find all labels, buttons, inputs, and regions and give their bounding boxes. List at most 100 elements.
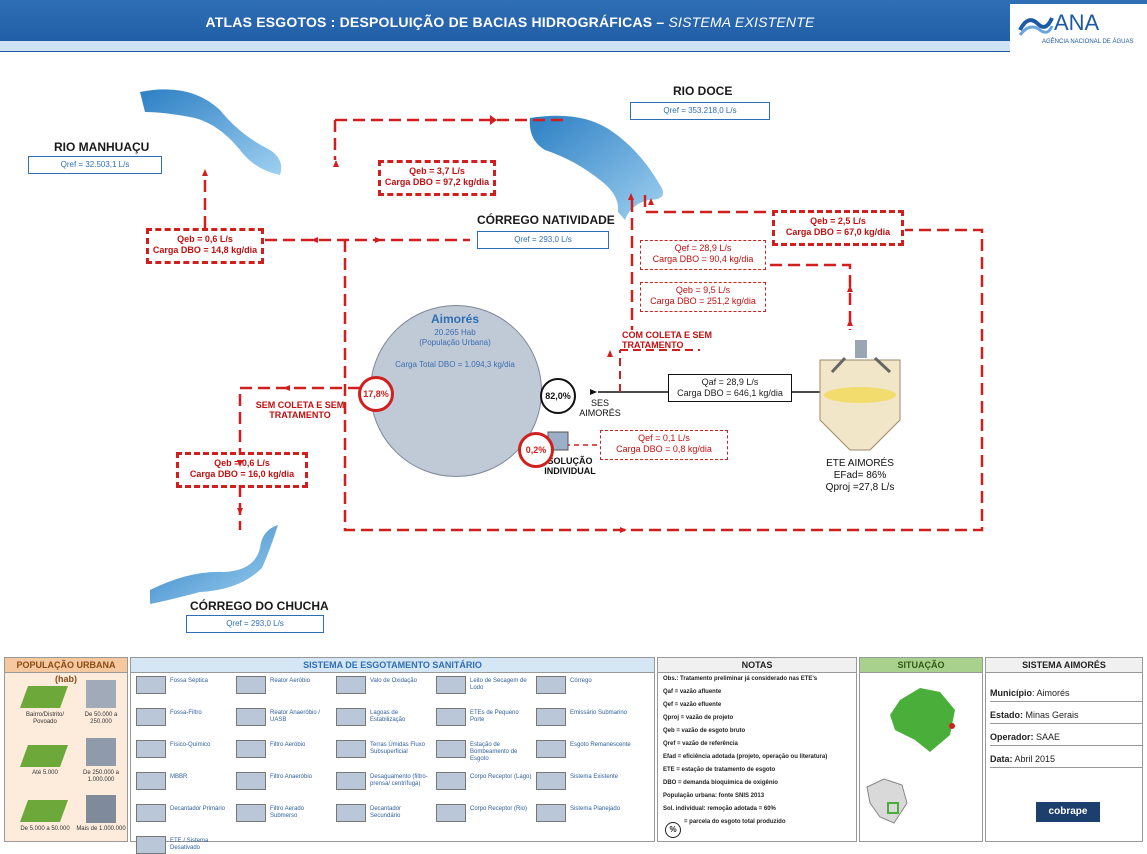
note-item: Qaf = vazão afluente: [663, 689, 722, 695]
note-item: População urbana: fonte SNIS 2013: [663, 793, 765, 799]
legend-sys-label: Reator Anaeróbio / UASB: [270, 710, 321, 723]
legend-sys-icon: [236, 708, 266, 726]
legend-sys-icon: [236, 804, 266, 822]
pct-ses: 82,0%: [540, 378, 576, 414]
legend-sys-label: Terras Úmidas Fluxo Subsuperficial: [370, 742, 426, 755]
city-mid-icon: [86, 680, 116, 708]
legend-sys-label: Decantador Primário: [170, 806, 226, 812]
page-title: ATLAS ESGOTOS : DESPOLUIÇÃO DE BACIAS HI…: [130, 14, 890, 30]
flow-right-dbo: Carga DBO = 67,0 kg/dia: [785, 227, 891, 237]
note-item: Qef = vazão efluente: [663, 702, 722, 708]
note-item: Qeb = vazão de esgoto bruto: [663, 728, 746, 734]
legend-notes-title: NOTAS: [658, 658, 856, 673]
label-solucao-individual: SOLUÇÃO INDIVIDUAL: [544, 456, 596, 476]
river-doce-title: RIO DOCE: [673, 84, 733, 98]
legend-sys-icon: [536, 772, 566, 790]
legend-sys-label: Córrego: [570, 678, 592, 684]
flow-top-qeb: Qeb = 3,7 L/s: [409, 166, 465, 176]
legend-sys-label: Reator Aeróbio: [270, 678, 311, 684]
city-name: Aimorés: [430, 312, 480, 326]
legend-population-title: POPULAÇÃO URBANA (hab): [5, 658, 127, 684]
flow-individual-qef: Qef = 0,1 L/s: [638, 433, 690, 443]
legend-pop-item: Mais de 1.000.000: [76, 826, 126, 832]
flow-top-box: Qeb = 3,7 L/s Carga DBO = 97,2 kg/dia: [378, 160, 496, 196]
note-item: Obs.: Tratamento preliminar já considera…: [663, 676, 818, 682]
note-item: DBO = demanda bioquímica de oxigênio: [663, 780, 778, 786]
info-operador: Operador: SAAE: [990, 732, 1142, 746]
legend-sys-icon: [536, 804, 566, 822]
info-data: Data: Abril 2015: [990, 754, 1142, 768]
legend-sys-label: ETEs de Pequeno Porte: [470, 710, 519, 723]
data-value: Abril 2015: [1012, 754, 1056, 764]
legend-pop-item: De 250.000 a 1.000.000: [82, 770, 120, 783]
legend-sys-label: Filtro Aeróbio: [270, 742, 306, 748]
municipio-key: Município: [990, 688, 1032, 698]
legend-sys-label: Filtro Anaeróbio: [270, 774, 313, 780]
large-city-icon: [86, 738, 116, 766]
logo-text: ANA: [1054, 10, 1100, 35]
legend-sys-label: ETE / Sistema Desativado: [170, 838, 209, 851]
legend-sys-icon: [436, 676, 466, 694]
legend-sys-icon: [336, 804, 366, 822]
note-item: Efad = eficiência adotada (projeto, oper…: [663, 754, 828, 760]
legend-notes: NOTAS: [657, 657, 857, 842]
flow-manhuacu-box: Qeb = 0,6 L/s Carga DBO = 14,8 kg/dia: [146, 228, 264, 264]
municipio-value: : Aimorés: [1032, 688, 1070, 698]
legend-sys-icon: [236, 740, 266, 758]
flow-chucha-qeb: Qeb = 0,6 L/s: [214, 458, 270, 468]
river-manhuacu-title: RIO MANHUAÇU: [54, 140, 150, 154]
legend-sys-icon: [236, 772, 266, 790]
label-sem-coleta: SEM COLETA E SEM TRATAMENTO: [255, 400, 345, 420]
title-main: ATLAS ESGOTOS : DESPOLUIÇÃO DE BACIAS HI…: [205, 14, 665, 30]
legend-sys-icon: [536, 676, 566, 694]
legend-sys-icon: [136, 804, 166, 822]
flow-manhuacu-qeb: Qeb = 0,6 L/s: [177, 234, 233, 244]
pct-individual: 0,2%: [518, 432, 554, 468]
river-chucha-title: CÓRREGO DO CHUCHA: [190, 599, 329, 613]
city-pop: 20.265 Hab: [434, 328, 476, 337]
legend-pop-item: Bairro/Distrito/ Povoado: [25, 712, 64, 725]
legend-sys-icon: [336, 708, 366, 726]
legend-sys-icon: [436, 740, 466, 758]
legend-sys-icon: [136, 676, 166, 694]
legend-sys-icon: [436, 772, 466, 790]
village-icon: [19, 686, 69, 708]
estado-key: Estado:: [990, 710, 1024, 720]
label-com-coleta: COM COLETA E SEM TRATAMENTO: [622, 330, 712, 350]
minas-gerais-map-icon: [890, 688, 955, 752]
label-ses: SES AIMORÉS: [579, 398, 621, 418]
river-manhuacu-icon: [140, 89, 282, 175]
flow-ses-box: Qaf = 28,9 L/s Carga DBO = 646,1 kg/dia: [668, 374, 792, 402]
legend-sys-label: Sistema Planejado: [570, 806, 621, 812]
ete-info: ETE AIMORÉS EFad= 86% Qproj =27,8 L/s: [800, 458, 920, 494]
legend-sys-label: Desaguamento (filtro-prensa/ centrífuga): [370, 774, 428, 787]
system-info-title: SISTEMA AIMORÉS: [986, 658, 1142, 673]
info-estado: Estado: Minas Gerais: [990, 710, 1142, 724]
legend-sys-icon: [136, 772, 166, 790]
small-city-icon: [19, 745, 69, 767]
legend-pop-item: Até 5.000: [32, 770, 58, 776]
legend-sys-icon: [136, 740, 166, 758]
pct-sem-coleta: 17,8%: [358, 376, 394, 412]
river-chucha-icon: [150, 525, 278, 604]
legend-sys-icon: [336, 772, 366, 790]
flow-effluent-dbo: Carga DBO = 90,4 kg/dia: [652, 254, 754, 264]
flow-ses-dbo: Carga DBO = 646,1 kg/dia: [677, 388, 783, 398]
flow-chucha-box: Qeb = 0,6 L/s Carga DBO = 16,0 kg/dia: [176, 452, 308, 488]
river-doce-qref: Qref = 353.218,0 L/s: [630, 102, 770, 120]
flow-individual-box: Qef = 0,1 L/s Carga DBO = 0,8 kg/dia: [600, 430, 728, 460]
legend-sys-label: Corpo Receptor (Rio): [470, 806, 528, 812]
legend-sys-icon: [536, 708, 566, 726]
operador-value: SAAE: [1033, 732, 1061, 742]
ete-name: ETE AIMORÉS: [826, 458, 894, 469]
river-doce-icon: [529, 115, 664, 220]
legend-sys-label: MBBR: [170, 774, 188, 780]
note-item: Qref = vazão de referência: [663, 741, 738, 747]
note-item: Qproj = vazão de projeto: [663, 715, 734, 721]
river-manhuacu-qref: Qref = 32.503,1 L/s: [28, 156, 162, 174]
legend-sys-icon: [236, 676, 266, 694]
legend-system-title: SISTEMA DE ESGOTAMENTO SANITÁRIO: [131, 658, 654, 673]
title-italic: SISTEMA EXISTENTE: [668, 14, 815, 30]
flow-coleta-qeb: Qeb = 9,5 L/s: [675, 285, 731, 295]
legend-sys-label: Lagoas de Estabilização: [370, 710, 406, 723]
